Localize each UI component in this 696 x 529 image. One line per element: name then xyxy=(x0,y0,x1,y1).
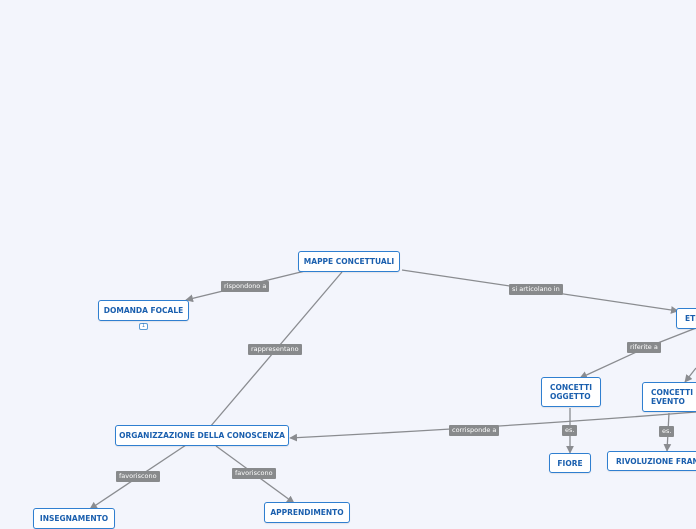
node-concetti-evento-line2: EVENTO xyxy=(651,397,685,406)
node-mappe-concettuali-label: MAPPE CONCETTUALI xyxy=(303,257,395,266)
node-domanda-focale[interactable]: DOMANDA FOCALE xyxy=(98,300,189,321)
link-label-rappresentano[interactable]: rappresentano xyxy=(248,344,302,355)
node-etichette[interactable]: ETI xyxy=(676,308,696,329)
link-label-rispondono-a[interactable]: rispondono a xyxy=(221,281,270,292)
link-label-favoriscono-insegnamento[interactable]: favoriscono xyxy=(116,471,160,482)
node-insegnamento-label: INSEGNAMENTO xyxy=(39,514,109,523)
link-label-es-oggetto[interactable]: es. xyxy=(562,425,578,436)
node-rivoluzione-francese-label: RIVOLUZIONE FRAN xyxy=(616,456,696,466)
node-concetti-oggetto-line1: CONCETTI xyxy=(550,383,592,392)
link-label-riferite-a[interactable]: riferite a xyxy=(627,342,661,353)
node-rivoluzione-francese[interactable]: RIVOLUZIONE FRAN xyxy=(607,451,696,471)
node-concetti-evento[interactable]: CONCETTI EVENTO xyxy=(642,382,696,412)
edge-etichette-oggetto xyxy=(579,327,696,379)
node-domanda-focale-label: DOMANDA FOCALE xyxy=(103,306,184,315)
node-fiore[interactable]: FIORE xyxy=(549,453,591,473)
node-etichette-label: ETI xyxy=(685,314,696,323)
link-label-corrisponde-a[interactable]: corrisponde a xyxy=(449,425,500,436)
node-apprendimento-label: APPRENDIMENTO xyxy=(270,508,344,517)
edge-etichette-evento xyxy=(684,367,696,383)
note-badge[interactable]: 1 xyxy=(139,323,148,330)
node-mappe-concettuali[interactable]: MAPPE CONCETTUALI xyxy=(298,251,400,272)
node-insegnamento[interactable]: INSEGNAMENTO xyxy=(33,508,115,529)
link-label-si-articolano-in[interactable]: si articolano in xyxy=(509,284,563,295)
node-organizzazione-conoscenza-label: ORGANIZZAZIONE DELLA CONOSCENZA xyxy=(119,431,285,440)
node-concetti-evento-line1: CONCETTI xyxy=(651,388,693,397)
node-organizzazione-conoscenza[interactable]: ORGANIZZAZIONE DELLA CONOSCENZA xyxy=(115,425,289,446)
note-badge-count: 1 xyxy=(141,323,146,329)
link-label-favoriscono-apprendimento[interactable]: favoriscono xyxy=(232,468,276,479)
edge-evento-organizzazione xyxy=(289,411,696,442)
link-label-es-evento[interactable]: es. xyxy=(659,426,675,437)
node-concetti-oggetto[interactable]: CONCETTI OGGETTO xyxy=(541,377,601,407)
node-fiore-label: FIORE xyxy=(557,458,583,468)
node-concetti-oggetto-line2: OGGETTO xyxy=(550,392,591,401)
